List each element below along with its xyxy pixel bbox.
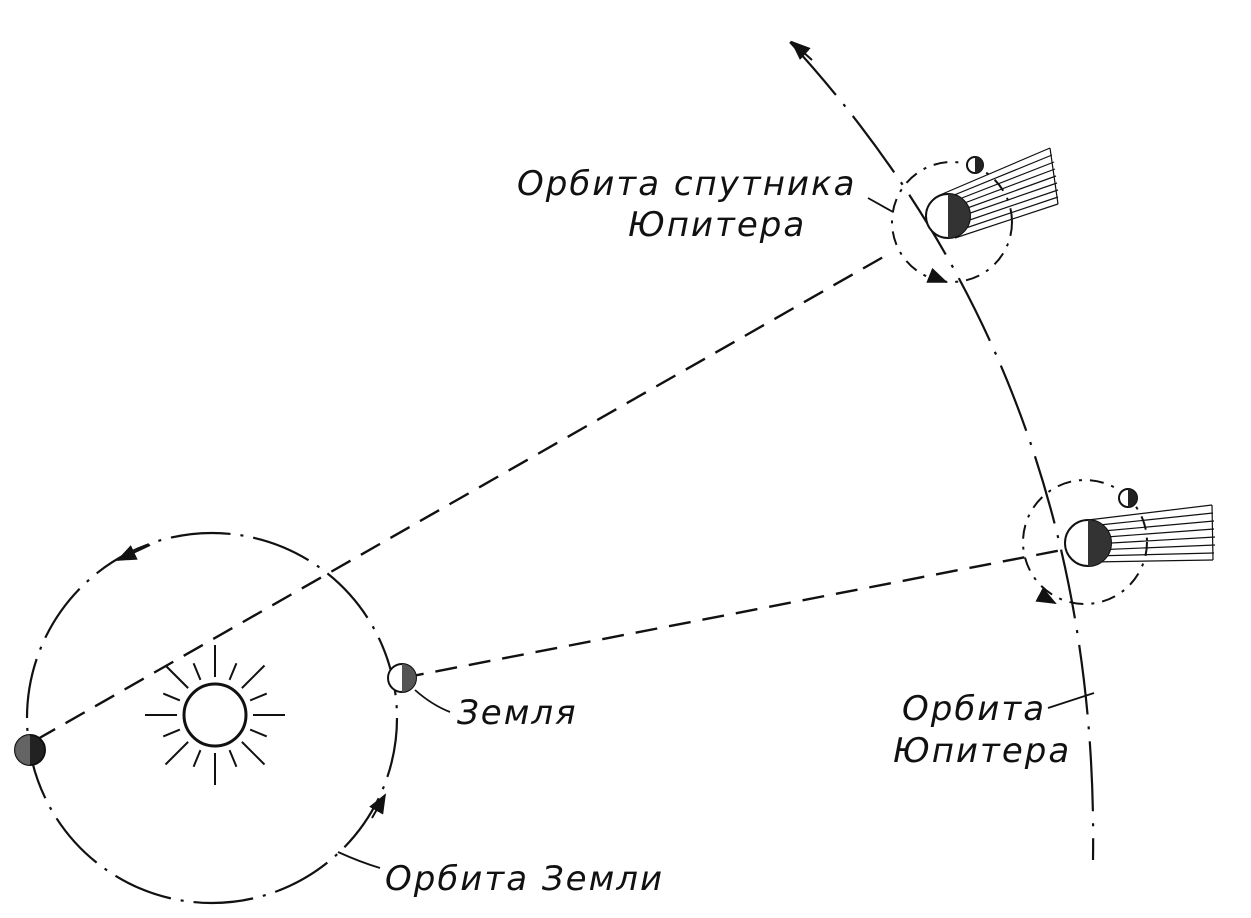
satellite-orbit-lower (1022, 479, 1148, 605)
earth-orbit (25, 531, 399, 905)
sun-ray (192, 749, 202, 768)
label-jupiter-orbit-line1: Орбита (902, 689, 1046, 729)
sun-ray (249, 692, 268, 702)
sight-line-lower (401, 548, 1063, 680)
jupiter-lower (1022, 479, 1216, 605)
leader-satellite-orbit (867, 197, 894, 213)
earth-position-right (387, 663, 417, 693)
label-jupiter-orbit-line2: Юпитера (893, 731, 1071, 771)
sun-ray (162, 728, 181, 738)
earth-orbit-arrow-top (116, 544, 151, 561)
sun-ray (228, 662, 238, 681)
label-earth-orbit: Орбита Земли (385, 859, 664, 899)
earth-orbit-arrow-right (369, 793, 386, 819)
sun-ray (192, 662, 202, 681)
sun-ray (241, 664, 266, 689)
leader-earth (414, 689, 451, 713)
jupiter-orbit-arrow (790, 40, 813, 61)
label-satellite-orbit-line2: Юпитера (628, 205, 806, 245)
sun-ray (162, 692, 181, 702)
jupiter-upper (891, 147, 1059, 283)
sun-ray (164, 741, 189, 766)
sun-ray (228, 749, 238, 768)
leader-earth-orbit (337, 851, 381, 869)
sight-line-upper (35, 250, 893, 742)
sun-ray (164, 664, 189, 689)
satellite-orbit-upper (891, 161, 1013, 283)
sun-ray (249, 728, 268, 738)
leader-jupiter-orbit (1047, 692, 1095, 709)
sun-ray (241, 741, 266, 766)
label-earth: Земля (457, 693, 578, 733)
jupiter-shadow-lower (1087, 504, 1216, 563)
earth-position-left (14, 734, 46, 766)
sun (145, 645, 285, 785)
label-satellite-orbit-line1: Орбита спутника (517, 164, 856, 204)
jupiter-orbit (789, 41, 1095, 861)
